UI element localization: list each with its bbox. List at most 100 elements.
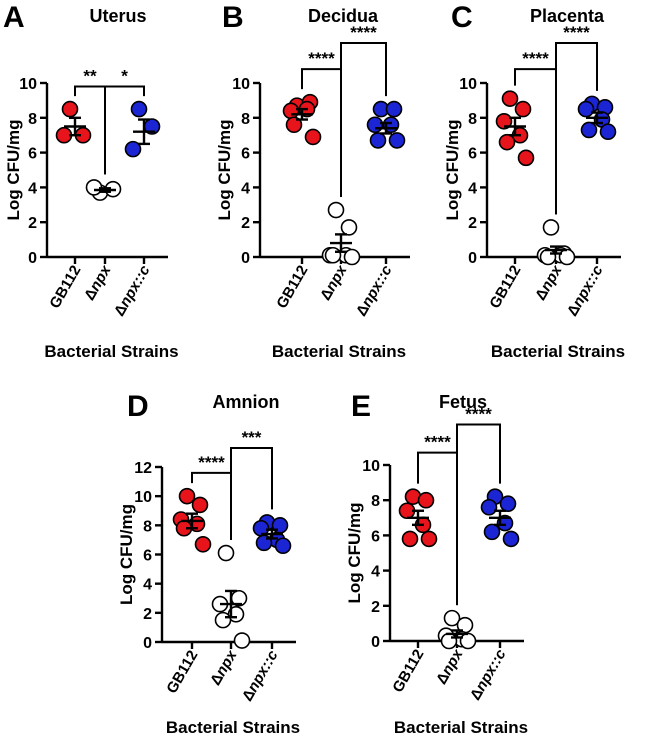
data-point bbox=[496, 514, 514, 532]
series-Δnpx::c bbox=[480, 488, 520, 548]
data-point bbox=[274, 537, 292, 555]
x-tick-label: Δnpx::c bbox=[239, 647, 282, 704]
y-axis-title: Log CFU/mg bbox=[215, 119, 234, 220]
series-GB112 bbox=[282, 93, 322, 146]
y-axis-title: Log CFU/mg bbox=[345, 502, 364, 603]
bracket-line bbox=[230, 447, 273, 541]
data-point bbox=[443, 609, 461, 627]
y-tick-label: 8 bbox=[28, 111, 37, 128]
x-tick-label: Δnpx bbox=[317, 262, 351, 304]
data-point bbox=[327, 201, 345, 219]
bracket-line bbox=[456, 423, 501, 606]
series-GB112 bbox=[398, 488, 438, 548]
y-tick-label: 0 bbox=[28, 250, 37, 267]
x-tick-label: Δnpx bbox=[207, 647, 241, 689]
y-axis-title: Log CFU/mg bbox=[443, 119, 462, 220]
series-GB112 bbox=[495, 90, 535, 167]
y-tick-label: 2 bbox=[143, 606, 152, 623]
y-tick-label: 4 bbox=[143, 577, 152, 594]
data-point bbox=[388, 132, 406, 149]
x-tick-label: Δnpx::c bbox=[353, 262, 396, 319]
data-point bbox=[369, 132, 387, 149]
series-Δnpx bbox=[437, 609, 477, 650]
y-tick-label: 8 bbox=[143, 518, 152, 535]
series-Δnpx bbox=[321, 201, 361, 266]
x-tick-label: Δnpx::c bbox=[111, 262, 154, 319]
panel-title: Placenta bbox=[530, 6, 605, 26]
x-tick-label: Δnpx bbox=[81, 262, 115, 304]
y-tick-label: 0 bbox=[241, 250, 250, 267]
data-point bbox=[304, 128, 322, 146]
y-tick-label: 10 bbox=[459, 76, 477, 93]
y-tick-label: 2 bbox=[241, 215, 250, 232]
data-point bbox=[480, 498, 498, 516]
y-tick-label: 6 bbox=[241, 146, 250, 163]
data-point bbox=[340, 219, 358, 236]
data-point bbox=[558, 248, 576, 266]
data-point bbox=[440, 632, 458, 650]
panel-letter: E bbox=[351, 390, 371, 423]
data-point bbox=[599, 123, 617, 141]
significance-label: ** bbox=[83, 66, 97, 85]
data-point bbox=[124, 140, 142, 158]
data-point bbox=[282, 102, 300, 120]
panel-title: Fetus bbox=[439, 392, 487, 412]
y-tick-label: 6 bbox=[28, 146, 37, 163]
panel-letter: D bbox=[127, 390, 149, 423]
data-point bbox=[459, 632, 477, 650]
y-tick-label: 10 bbox=[19, 76, 37, 93]
series-GB112 bbox=[55, 100, 92, 144]
data-point bbox=[191, 496, 209, 514]
x-tick-label: Δnpx::c bbox=[467, 646, 510, 703]
y-tick-label: 10 bbox=[134, 489, 152, 506]
data-point bbox=[517, 149, 535, 167]
x-axis-title: Bacterial Strains bbox=[166, 718, 300, 737]
significance-bracket: **** bbox=[301, 49, 342, 198]
data-point bbox=[495, 112, 513, 130]
significance-label: * bbox=[121, 66, 128, 85]
panel-title: Amnion bbox=[213, 392, 280, 412]
panel-title: Decidua bbox=[308, 6, 379, 26]
series-Δnpx::c bbox=[124, 100, 161, 158]
data-point bbox=[385, 100, 403, 118]
data-point bbox=[178, 487, 196, 505]
y-tick-label: 4 bbox=[468, 180, 477, 197]
series-Δnpx::c bbox=[252, 514, 292, 555]
y-tick-label: 6 bbox=[143, 548, 152, 565]
y-tick-label: 8 bbox=[468, 111, 477, 128]
data-point bbox=[343, 248, 361, 266]
significance-label: *** bbox=[242, 428, 262, 447]
y-tick-label: 2 bbox=[28, 215, 37, 232]
x-tick-label: GB112 bbox=[163, 648, 201, 697]
bracket-line bbox=[104, 85, 145, 175]
x-tick-label: GB112 bbox=[389, 647, 427, 696]
y-tick-label: 8 bbox=[371, 493, 380, 510]
y-tick-label: 2 bbox=[468, 215, 477, 232]
series-Δnpx::c bbox=[366, 100, 406, 149]
y-tick-label: 4 bbox=[371, 564, 380, 581]
data-point bbox=[401, 530, 419, 548]
x-tick-label: GB112 bbox=[46, 263, 84, 312]
y-tick-label: 4 bbox=[28, 180, 37, 197]
data-point bbox=[285, 116, 303, 134]
significance-label: **** bbox=[563, 23, 590, 42]
y-axis-title: Log CFU/mg bbox=[117, 504, 136, 605]
bracket-line bbox=[340, 41, 387, 198]
x-axis-title: Bacterial Strains bbox=[394, 718, 528, 737]
data-point bbox=[233, 632, 251, 649]
data-point bbox=[420, 530, 438, 548]
significance-bracket: **** bbox=[340, 23, 387, 198]
significance-label: **** bbox=[522, 49, 549, 68]
data-point bbox=[539, 248, 557, 266]
data-point bbox=[577, 100, 595, 118]
x-tick-label: Δnpx::c bbox=[564, 262, 607, 319]
x-tick-label: Δnpx bbox=[433, 646, 467, 688]
significance-label: **** bbox=[424, 433, 451, 452]
data-point bbox=[502, 530, 520, 548]
x-axis-title: Bacterial Strains bbox=[44, 342, 178, 361]
x-axis-title: Bacterial Strains bbox=[491, 342, 625, 361]
